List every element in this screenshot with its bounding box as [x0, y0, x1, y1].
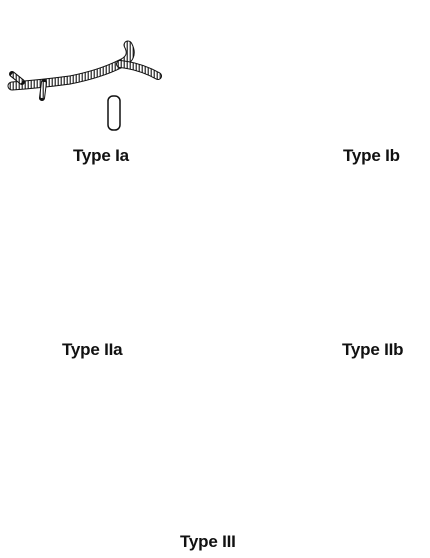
plain-vessel	[108, 96, 120, 130]
label-type-ia: Type Ia	[73, 146, 129, 166]
label-type-iia: Type IIa	[62, 340, 122, 360]
label-type-ib: Type Ib	[343, 146, 400, 166]
label-type-iib: Type IIb	[342, 340, 403, 360]
vessel-drawing-type-ia	[12, 45, 158, 130]
label-type-iii: Type III	[180, 532, 236, 552]
